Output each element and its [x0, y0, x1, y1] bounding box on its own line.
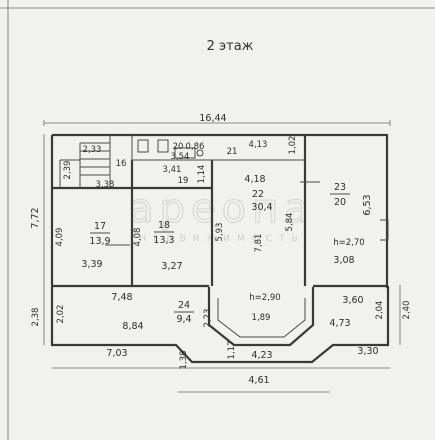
watermark-subtitle: НЕДВИЖИМОСТЬ: [139, 234, 305, 244]
room-number: 21: [227, 147, 238, 157]
dim-label: 1,02: [288, 136, 298, 155]
dim-label: 4,23: [251, 350, 272, 361]
dim-label: 6,53: [362, 194, 373, 215]
room-area: 13,3: [153, 235, 174, 246]
room-number: 23: [334, 182, 346, 193]
dim-label: 5,93: [215, 223, 225, 242]
sink-fixture: [137, 139, 149, 153]
dim-label: 7,81: [254, 234, 264, 253]
room-area: 9,4: [176, 314, 191, 325]
dim-label: 4,18: [244, 174, 265, 185]
dim-label: 7,72: [30, 207, 41, 228]
dim-label: 3,41: [163, 165, 182, 175]
bay-window: [207, 287, 315, 347]
dim-label: 3,39: [81, 259, 102, 270]
dim-label: 3,60: [342, 295, 363, 306]
dim-label: 3,54: [171, 152, 190, 162]
dim-label: 4,13: [249, 140, 268, 150]
room-number: 16: [116, 159, 127, 169]
drain-fixture: [196, 149, 204, 157]
dim-label: 1,89: [252, 313, 271, 323]
stair-lines: [59, 142, 110, 188]
room-number: 17: [94, 221, 106, 232]
dim-label: 2,39: [63, 161, 73, 180]
dim-label: 4,08: [133, 228, 143, 247]
dim-label: 3,38: [96, 180, 115, 190]
dim-label: 5,84: [285, 213, 295, 232]
dim-label: 16,44: [199, 113, 226, 124]
dim-label: 3,30: [357, 346, 378, 357]
dim-label: 3,27: [161, 261, 182, 272]
ceiling-height: h=2,90: [249, 293, 280, 303]
room-number: 18: [158, 220, 170, 231]
room-number: 24: [178, 300, 190, 311]
room-area: 30,4: [251, 202, 272, 213]
dim-label: 2,40: [402, 301, 412, 320]
toilet-fixture: [157, 139, 169, 153]
window-marker: [380, 219, 389, 241]
dim-label: 1,14: [197, 165, 207, 184]
dim-label: 2,33: [83, 145, 102, 155]
dim-label: 1,38: [179, 351, 189, 370]
room-area: 0,86: [186, 142, 205, 152]
dim-label: 2,02: [56, 305, 66, 324]
dim-label: 2,38: [31, 308, 41, 327]
room-area: 20: [334, 197, 346, 208]
dim-label: 2,23: [203, 309, 213, 328]
dim-label: 2,04: [375, 301, 385, 320]
bath-fixture: [174, 147, 196, 159]
room-area: 13,9: [89, 236, 110, 247]
dim-label: 4,61: [248, 375, 269, 386]
room-number: 19: [178, 176, 189, 186]
ceiling-height: h=2,70: [333, 238, 364, 248]
watermark-brand: ареопа: [129, 186, 315, 232]
dim-label: 8,84: [122, 321, 143, 332]
dim-label: 3,08: [333, 255, 354, 266]
floor-title: 2 этаж: [207, 39, 254, 54]
room-number: 22: [252, 189, 264, 200]
dim-label: 7,03: [106, 348, 127, 359]
bay-window-inner: [217, 298, 306, 338]
dim-label: 7,48: [111, 292, 132, 303]
dim-label: 1,17: [227, 341, 237, 360]
dim-label: 4,73: [329, 318, 350, 329]
room-number: 20: [173, 142, 184, 152]
dim-label: 4,09: [55, 228, 65, 247]
outer-wall: [50, 133, 390, 364]
